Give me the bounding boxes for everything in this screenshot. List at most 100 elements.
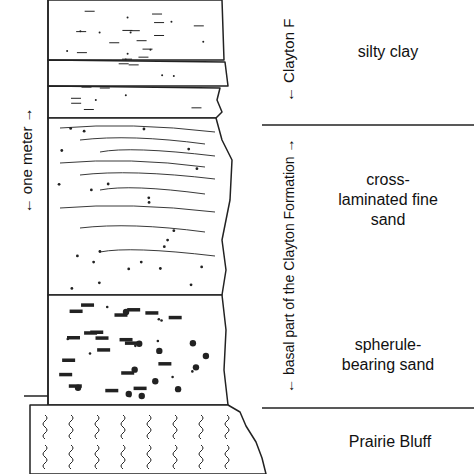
- sand-dot: [106, 306, 109, 309]
- cross-laminated-bed: [48, 118, 232, 295]
- sand-dot: [190, 283, 193, 286]
- spherule: [75, 385, 81, 391]
- sand-dot: [143, 128, 146, 131]
- scale-line: [47, 0, 49, 405]
- clay-dash: [129, 64, 139, 65]
- sand-dot: [159, 267, 162, 270]
- burrow-mark: [69, 445, 73, 469]
- sand-dot: [163, 245, 166, 248]
- spherule: [190, 340, 196, 346]
- sand-dot: [172, 229, 175, 232]
- silt-dot: [202, 41, 204, 43]
- clay-clast: [96, 336, 109, 340]
- clay-dash: [71, 98, 81, 99]
- silt-dot: [127, 53, 129, 55]
- silt-dot: [99, 32, 101, 34]
- sand-dot: [76, 254, 79, 257]
- sand-dot: [166, 239, 169, 242]
- spherule: [126, 391, 132, 397]
- sand-dot: [107, 183, 110, 186]
- sand-dot: [98, 281, 101, 284]
- burrow-mark: [199, 445, 203, 469]
- unit-label: cross-laminated fine sand: [338, 170, 438, 230]
- burrow-mark: [225, 445, 229, 469]
- spherule: [139, 393, 145, 399]
- clay-dash: [119, 63, 129, 64]
- sand-dot: [129, 395, 132, 398]
- sand-dot: [187, 148, 190, 151]
- cross-lamina: [100, 250, 215, 256]
- clay-clast: [125, 341, 138, 345]
- clay-dash: [76, 31, 86, 32]
- cross-lamina: [60, 206, 215, 212]
- clay-dash: [194, 25, 204, 26]
- cross-lamina: [80, 173, 215, 179]
- burrow-mark: [199, 415, 203, 439]
- silt-dot: [173, 75, 175, 77]
- clay-dash: [122, 30, 132, 31]
- clay-dash: [109, 42, 119, 43]
- clay-dash: [71, 103, 81, 104]
- unit-label: spherule-bearing sand: [338, 335, 438, 375]
- cross-lamina: [100, 150, 215, 156]
- sand-dot: [157, 340, 160, 343]
- clay-clast: [105, 389, 118, 393]
- sand-dot: [127, 268, 130, 271]
- burrow-mark: [173, 445, 177, 469]
- cross-lamina: [60, 161, 205, 167]
- formation-label: ← Clayton F: [281, 18, 300, 101]
- sand-dot: [66, 338, 69, 341]
- spherule: [203, 353, 209, 359]
- scale-label: ← one meter →: [18, 107, 37, 213]
- sand-dot: [89, 352, 92, 355]
- spherule-bed: [48, 295, 228, 405]
- clay-dash: [82, 87, 92, 88]
- sand-dot: [196, 167, 199, 170]
- sand-dot: [148, 201, 151, 204]
- silty-clay-bed: [48, 0, 224, 60]
- silt-dot: [125, 59, 127, 61]
- silt-dot: [130, 32, 132, 34]
- clay-dash: [77, 52, 87, 53]
- clay-clast: [145, 311, 158, 315]
- burrow-mark: [95, 445, 99, 469]
- clay-dash: [154, 35, 164, 36]
- clay-clast: [67, 336, 80, 340]
- sand-dot: [58, 183, 61, 186]
- cross-lamina: [80, 226, 205, 232]
- clay-dash: [191, 107, 201, 108]
- scale-tick: [24, 395, 48, 397]
- spherule: [136, 341, 142, 347]
- unit-label: silty clay: [338, 42, 438, 62]
- clay-clast: [84, 331, 97, 335]
- clay-clast: [62, 358, 75, 362]
- sand-dot: [160, 319, 163, 322]
- sand-dot: [147, 196, 150, 199]
- clay-clast: [81, 303, 94, 307]
- silt-dot: [149, 49, 151, 51]
- clay-clast: [158, 362, 171, 366]
- clay-clast: [169, 316, 182, 320]
- spherule: [131, 366, 137, 372]
- sand-dot: [90, 189, 93, 192]
- burrow-mark: [147, 445, 151, 469]
- spherule: [152, 378, 158, 384]
- silt-dot: [127, 16, 129, 18]
- spherule: [193, 364, 199, 370]
- formation-label: ← basal part of the Clayton Formation →: [281, 139, 299, 393]
- sand-dot: [134, 345, 137, 348]
- spherule: [123, 309, 129, 315]
- clay-clast: [97, 348, 110, 352]
- prairie-bluff-bed: [30, 405, 266, 474]
- burrow-mark: [147, 415, 151, 439]
- silt-dot: [79, 30, 81, 32]
- spherule: [175, 386, 181, 392]
- silt-dot: [95, 99, 97, 101]
- burrow-mark: [173, 415, 177, 439]
- unit-boundary: [262, 407, 474, 409]
- unit-label: Prairie Bluff: [340, 432, 440, 452]
- silty-clay-bed: [48, 60, 228, 86]
- sand-dot: [83, 130, 86, 133]
- cross-lamina: [100, 188, 205, 194]
